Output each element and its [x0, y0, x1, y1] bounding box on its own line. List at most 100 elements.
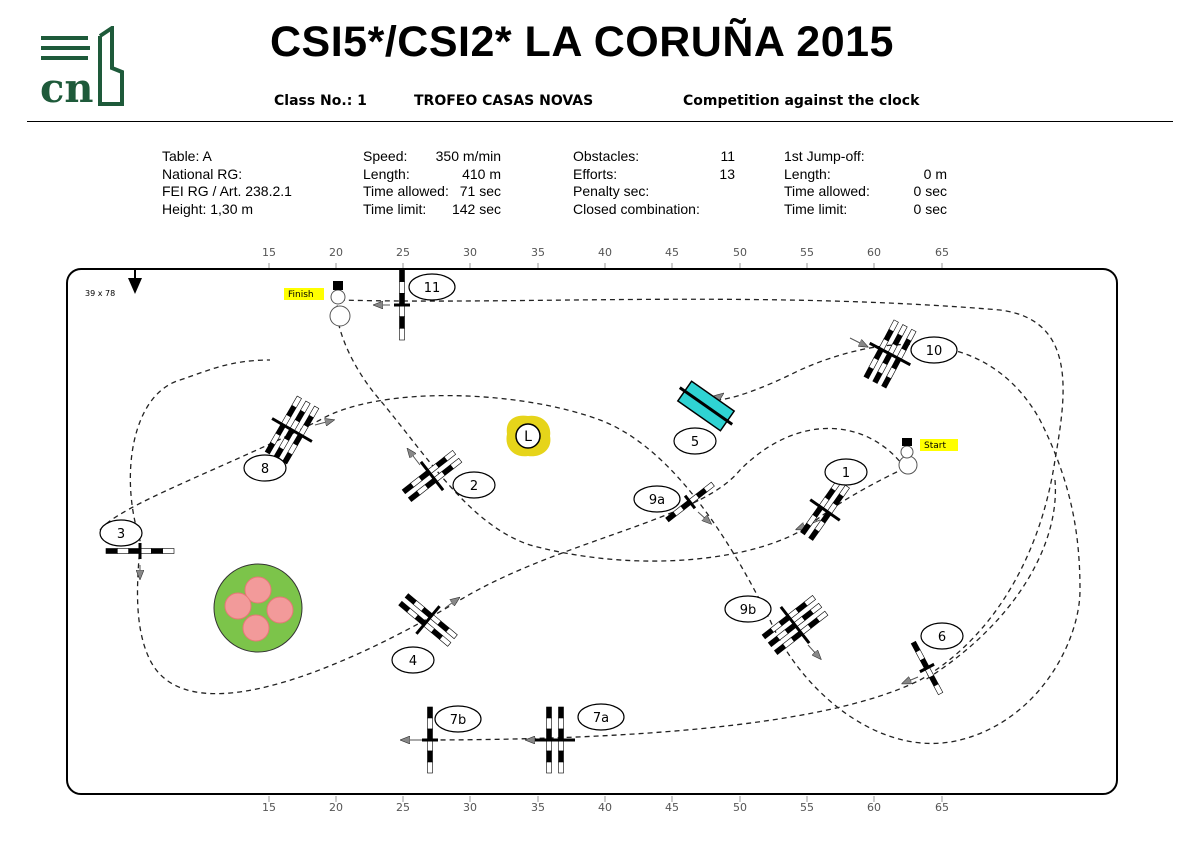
logo-text: cn — [40, 65, 93, 108]
entrance-arrow-head-icon — [128, 278, 142, 294]
info-row: Speed:350 m/min — [363, 148, 501, 164]
page-title: CSI5*/CSI2* LA CORUÑA 2015 — [270, 18, 894, 66]
scale-tick-label: 25 — [396, 801, 410, 814]
obstacle-poles — [264, 395, 320, 465]
finish-label: Finish — [288, 290, 314, 300]
obstacle-poles — [761, 595, 829, 655]
class-number: Class No.: 1 — [274, 93, 367, 109]
obstacle-number-label: 3 — [117, 527, 125, 542]
info-row: Time limit:142 sec — [363, 200, 501, 217]
course-route — [99, 298, 1081, 745]
scale-tick-label: 20 — [329, 246, 343, 259]
scale-tick-label: 55 — [800, 246, 814, 259]
obstacle-number-label: 11 — [424, 281, 441, 296]
scale-tick-label: 25 — [396, 246, 410, 259]
scale-tick-label: 45 — [665, 801, 679, 814]
obstacle-number-label: 6 — [938, 630, 946, 645]
obstacle-number-badge — [910, 336, 958, 364]
obstacle-number-label: 2 — [470, 479, 478, 494]
scale-tick-label: 30 — [463, 801, 477, 814]
scale-tick-label: 35 — [531, 246, 545, 259]
info-fei-rg: FEI RG / Art. 238.2.1 — [162, 183, 292, 199]
info-row: Closed combination: — [573, 200, 700, 217]
info-row: Time allowed:71 sec — [363, 183, 501, 199]
obstacle-number-badge — [824, 458, 868, 486]
obstacle-number-badge — [920, 622, 964, 650]
info-row: 1st Jump-off: — [784, 148, 865, 164]
info-row: Efforts:13 — [573, 165, 735, 182]
obstacle-number-label: 1 — [842, 466, 850, 481]
scale-tick-label: 65 — [935, 801, 949, 814]
obstacle-number-badge — [243, 454, 287, 482]
obstacle-number-label: 4 — [409, 654, 417, 669]
obstacle-number-badge — [408, 273, 456, 301]
obstacle-number-badge — [577, 703, 625, 731]
cn-logo: cn — [40, 26, 124, 108]
obstacle-number-label: 7a — [593, 711, 609, 726]
scale-tick-label: 35 — [531, 801, 545, 814]
obstacle-number-badge — [673, 427, 717, 455]
info-row: Length:410 m — [363, 165, 501, 182]
scale-tick-label: 55 — [800, 801, 814, 814]
obstacle-number-badge — [434, 705, 482, 733]
obstacle-number-badge — [391, 646, 435, 674]
obstacle-number-label: 8 — [261, 462, 269, 477]
info-row: Time limit:0 sec — [784, 200, 947, 217]
l-marker: L — [506, 415, 551, 457]
arena-border — [66, 268, 1118, 795]
info-column-3: Obstacles:11 Efforts:13 Penalty sec: Clo… — [573, 148, 735, 218]
header-divider — [27, 121, 1173, 122]
obstacle-poles — [394, 269, 410, 341]
obstacle-poles — [105, 543, 175, 559]
obstacle-number-badge — [724, 595, 772, 623]
water-jump — [676, 380, 736, 432]
info-national-rg: National RG: — [162, 165, 243, 182]
info-column-4: 1st Jump-off: Length:0 m Time allowed:0 … — [784, 148, 947, 218]
l-marker-label: L — [524, 429, 532, 445]
scale-tick-label: 15 — [262, 801, 276, 814]
obstacle-number-label: 10 — [926, 344, 943, 359]
scale-tick-label: 60 — [867, 246, 881, 259]
info-row: Penalty sec: — [573, 183, 650, 199]
obstacle-poles — [422, 706, 438, 774]
info-row: Length:0 m — [784, 165, 947, 182]
info-table: Table: A — [162, 148, 212, 164]
obstacle-number-label: 9b — [740, 603, 757, 618]
obstacle-number-badge — [99, 519, 143, 547]
info-height: Height: 1,30 m — [162, 200, 254, 217]
scale-tick-label: 50 — [733, 246, 747, 259]
obstacle-poles — [863, 319, 917, 389]
obstacle-number-label: 7b — [450, 713, 467, 728]
start-marker-icon: Start — [898, 438, 958, 475]
info-row: Obstacles:11 — [573, 148, 735, 164]
scale-tick-label: 40 — [598, 801, 612, 814]
scale-tick-label: 30 — [463, 246, 477, 259]
scale-tick-label: 40 — [598, 246, 612, 259]
obstacle-poles — [665, 481, 715, 523]
scale-tick-label: 60 — [867, 801, 881, 814]
obstacle-number-label: 5 — [691, 435, 699, 450]
obstacle-poles — [910, 640, 944, 696]
start-label: Start — [924, 441, 946, 451]
finish-marker-icon: Finish — [284, 281, 351, 327]
scale-tick-label: 20 — [329, 801, 343, 814]
scale-tick-label: 50 — [733, 801, 747, 814]
scale-tick-label: 15 — [262, 246, 276, 259]
arena-size-label: 39 x 78 — [85, 289, 115, 298]
obstacle-poles — [535, 706, 575, 774]
info-column-2: Speed:350 m/min Length:410 m Time allowe… — [363, 148, 501, 218]
flower-bed — [213, 563, 303, 653]
scale-tick-label: 65 — [935, 246, 949, 259]
obstacle-poles — [401, 449, 463, 503]
scale-tick-label: 45 — [665, 246, 679, 259]
obstacle-poles — [398, 593, 458, 647]
competition-type: Competition against the clock — [683, 93, 920, 109]
obstacle-poles — [800, 479, 850, 541]
class-name: TROFEO CASAS NOVAS — [414, 93, 594, 109]
info-row: Time allowed:0 sec — [784, 183, 947, 199]
info-column-1: Table: A National RG: FEI RG / Art. 238.… — [162, 148, 352, 218]
obstacle-number-badge — [452, 471, 496, 499]
obstacle-number-badge — [633, 485, 681, 513]
obstacle-number-label: 9a — [649, 493, 665, 508]
